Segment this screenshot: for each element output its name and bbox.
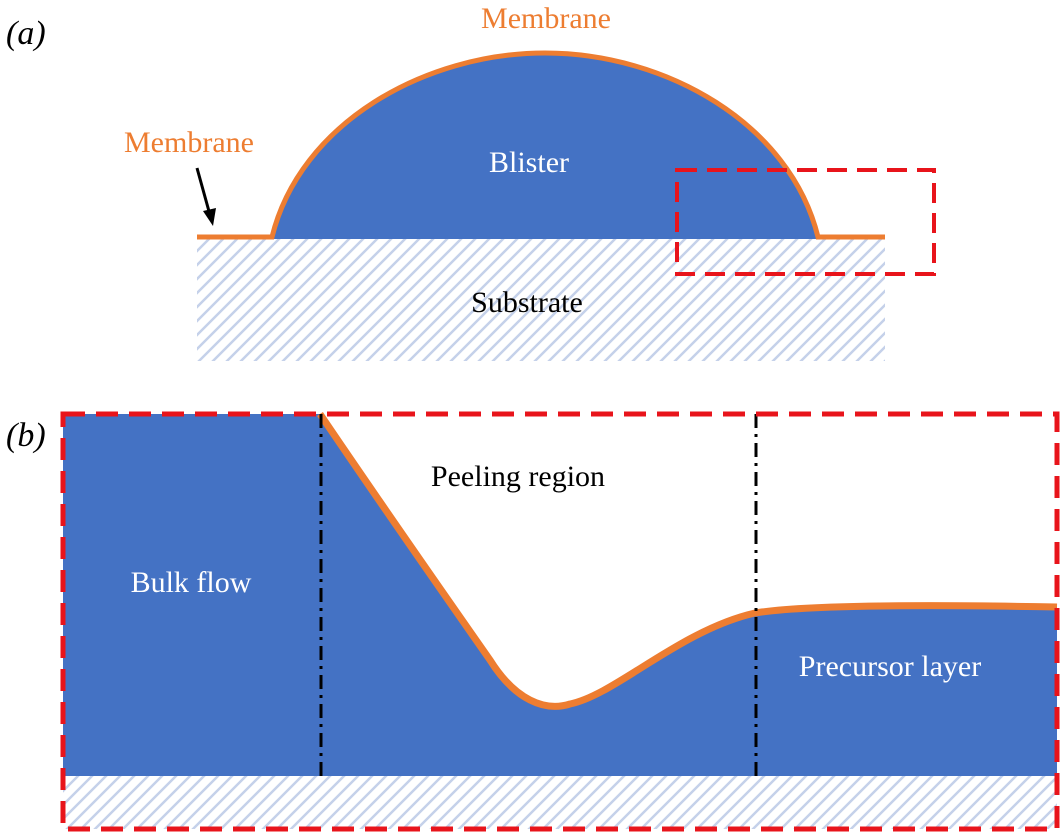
precursor-layer-label: Precursor layer	[799, 650, 981, 683]
panel-a-label: (a)	[6, 15, 46, 52]
panel-a: (a) Membrane Membrane Blister Substrate	[6, 2, 936, 361]
blister-label: Blister	[489, 146, 569, 179]
panel-b-label: (b)	[6, 417, 46, 454]
panel-b: (b) Bulk flow Peeling region Precursor l…	[6, 411, 1060, 832]
bulk-flow-label: Bulk flow	[131, 566, 252, 599]
membrane-pointer-arrow	[195, 167, 212, 216]
zoom-box	[675, 168, 936, 276]
membrane-left-label: Membrane	[124, 126, 254, 159]
membrane-line-a	[197, 50, 885, 240]
peeling-region-label: Peeling region	[431, 460, 605, 493]
substrate-b	[63, 776, 1057, 829]
zoom-frame	[60, 411, 1060, 832]
substrate-label: Substrate	[471, 286, 583, 319]
membrane-line-b	[317, 412, 1058, 710]
substrate-a	[197, 239, 885, 361]
blister-body	[272, 55, 818, 239]
membrane-pointer-arrowhead	[203, 208, 216, 226]
membrane-top-label: Membrane	[481, 2, 611, 35]
fluid-profile	[63, 414, 1057, 776]
